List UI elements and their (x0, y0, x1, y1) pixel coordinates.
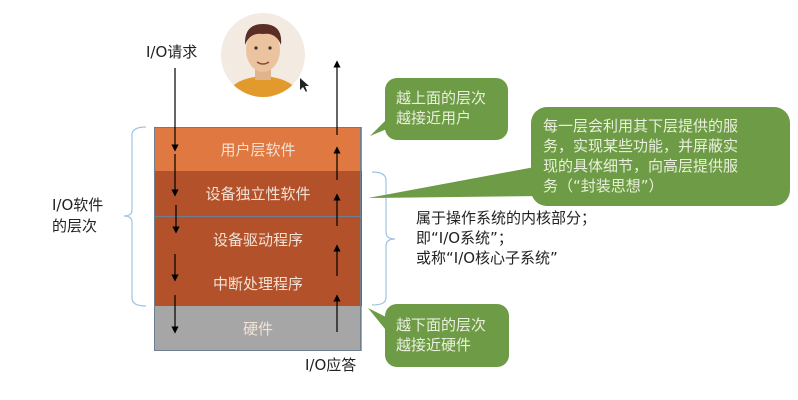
bubble-middle-text: 每一层会利用其下层提供的服 务，实现某些功能，并屏蔽实 现的具体细节，向高层提供… (543, 117, 739, 195)
bubble-top (370, 78, 508, 140)
io-request-label: I/O请求 (146, 43, 198, 61)
bubble-top-text: 越上面的层次 越接近用户 (396, 89, 487, 127)
layer-user-software: 用户层软件 (154, 127, 362, 171)
io-response-label: I/O应答 (305, 356, 357, 374)
layer-device-independent-software: 设备独立性软件 (154, 171, 362, 216)
layer-hardware: 硬件 (154, 306, 362, 351)
left-brace (123, 126, 147, 307)
kernel-note: 属于操作系统的内核部分； 即“I/O系统”； 或称“I/O核心子系统” (416, 209, 597, 267)
software-levels-label-1: I/O软件 (52, 196, 104, 214)
user-avatar-icon (221, 13, 305, 97)
mouse-cursor-icon (300, 78, 309, 92)
software-levels-label-2: 的层次 (52, 217, 98, 235)
layer-interrupt-handler: 中断处理程序 (154, 261, 362, 306)
bubble-middle (368, 107, 790, 206)
layer-device-driver: 设备驱动程序 (154, 217, 362, 261)
bubble-bottom-text: 越下面的层次 越接近硬件 (396, 316, 487, 354)
bubble-bottom (368, 304, 509, 367)
right-brace (371, 171, 396, 306)
kernel-divider (154, 216, 362, 217)
stack-border (154, 127, 361, 351)
